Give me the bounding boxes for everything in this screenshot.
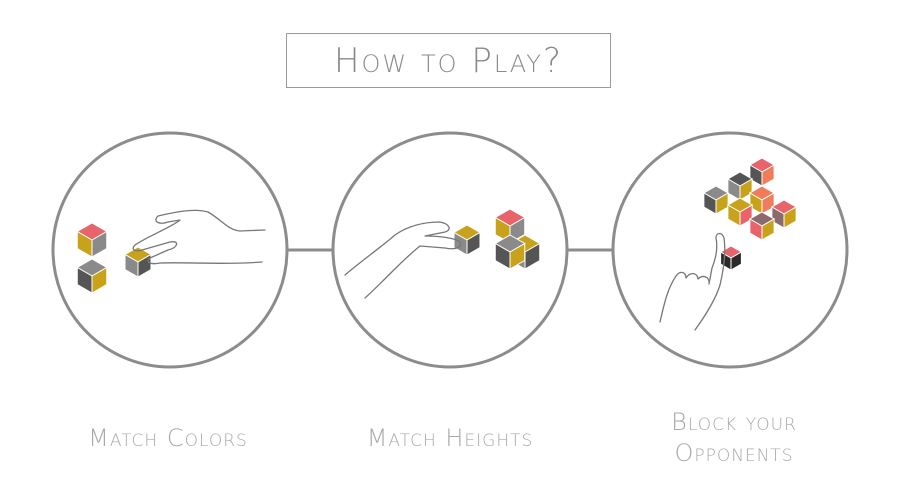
step-circle-match-heights — [331, 131, 569, 369]
caption-match-colors: Match Colors — [88, 424, 248, 452]
cube-face — [761, 218, 775, 241]
cube-icon — [748, 157, 776, 187]
cube-icon — [770, 199, 798, 229]
cube-face — [91, 230, 108, 258]
cube-icon — [76, 258, 108, 294]
cube-icon — [124, 246, 152, 278]
caption-block-line2: Opponents — [674, 439, 794, 467]
cube-face — [91, 266, 108, 294]
hand-icon-2 — [344, 221, 461, 299]
cube-icon — [726, 197, 754, 227]
cube-face — [730, 251, 742, 271]
cube-icon — [494, 234, 526, 270]
caption-match-heights: Match Heights — [366, 424, 534, 452]
step-circle-block — [611, 131, 849, 369]
title-box: How to Play? — [286, 33, 611, 88]
hand-icon-3 — [659, 232, 726, 331]
cube-icon — [726, 171, 754, 201]
cube-icon — [748, 185, 776, 215]
cube-face — [783, 206, 797, 229]
cube-face — [524, 242, 541, 270]
cube-icon — [453, 224, 481, 256]
hand-icon-1 — [132, 209, 266, 265]
page-title: How to Play? — [333, 40, 564, 81]
cube-face — [466, 231, 481, 256]
step-circle-match-colors — [51, 131, 289, 369]
cube-icon — [702, 185, 730, 215]
caption-block-line1: Block your — [671, 408, 797, 436]
cube-face — [761, 164, 775, 187]
cube-face — [509, 242, 526, 270]
cube-icon — [719, 245, 743, 271]
cube-icon — [76, 222, 108, 258]
cube-icon — [748, 211, 776, 241]
